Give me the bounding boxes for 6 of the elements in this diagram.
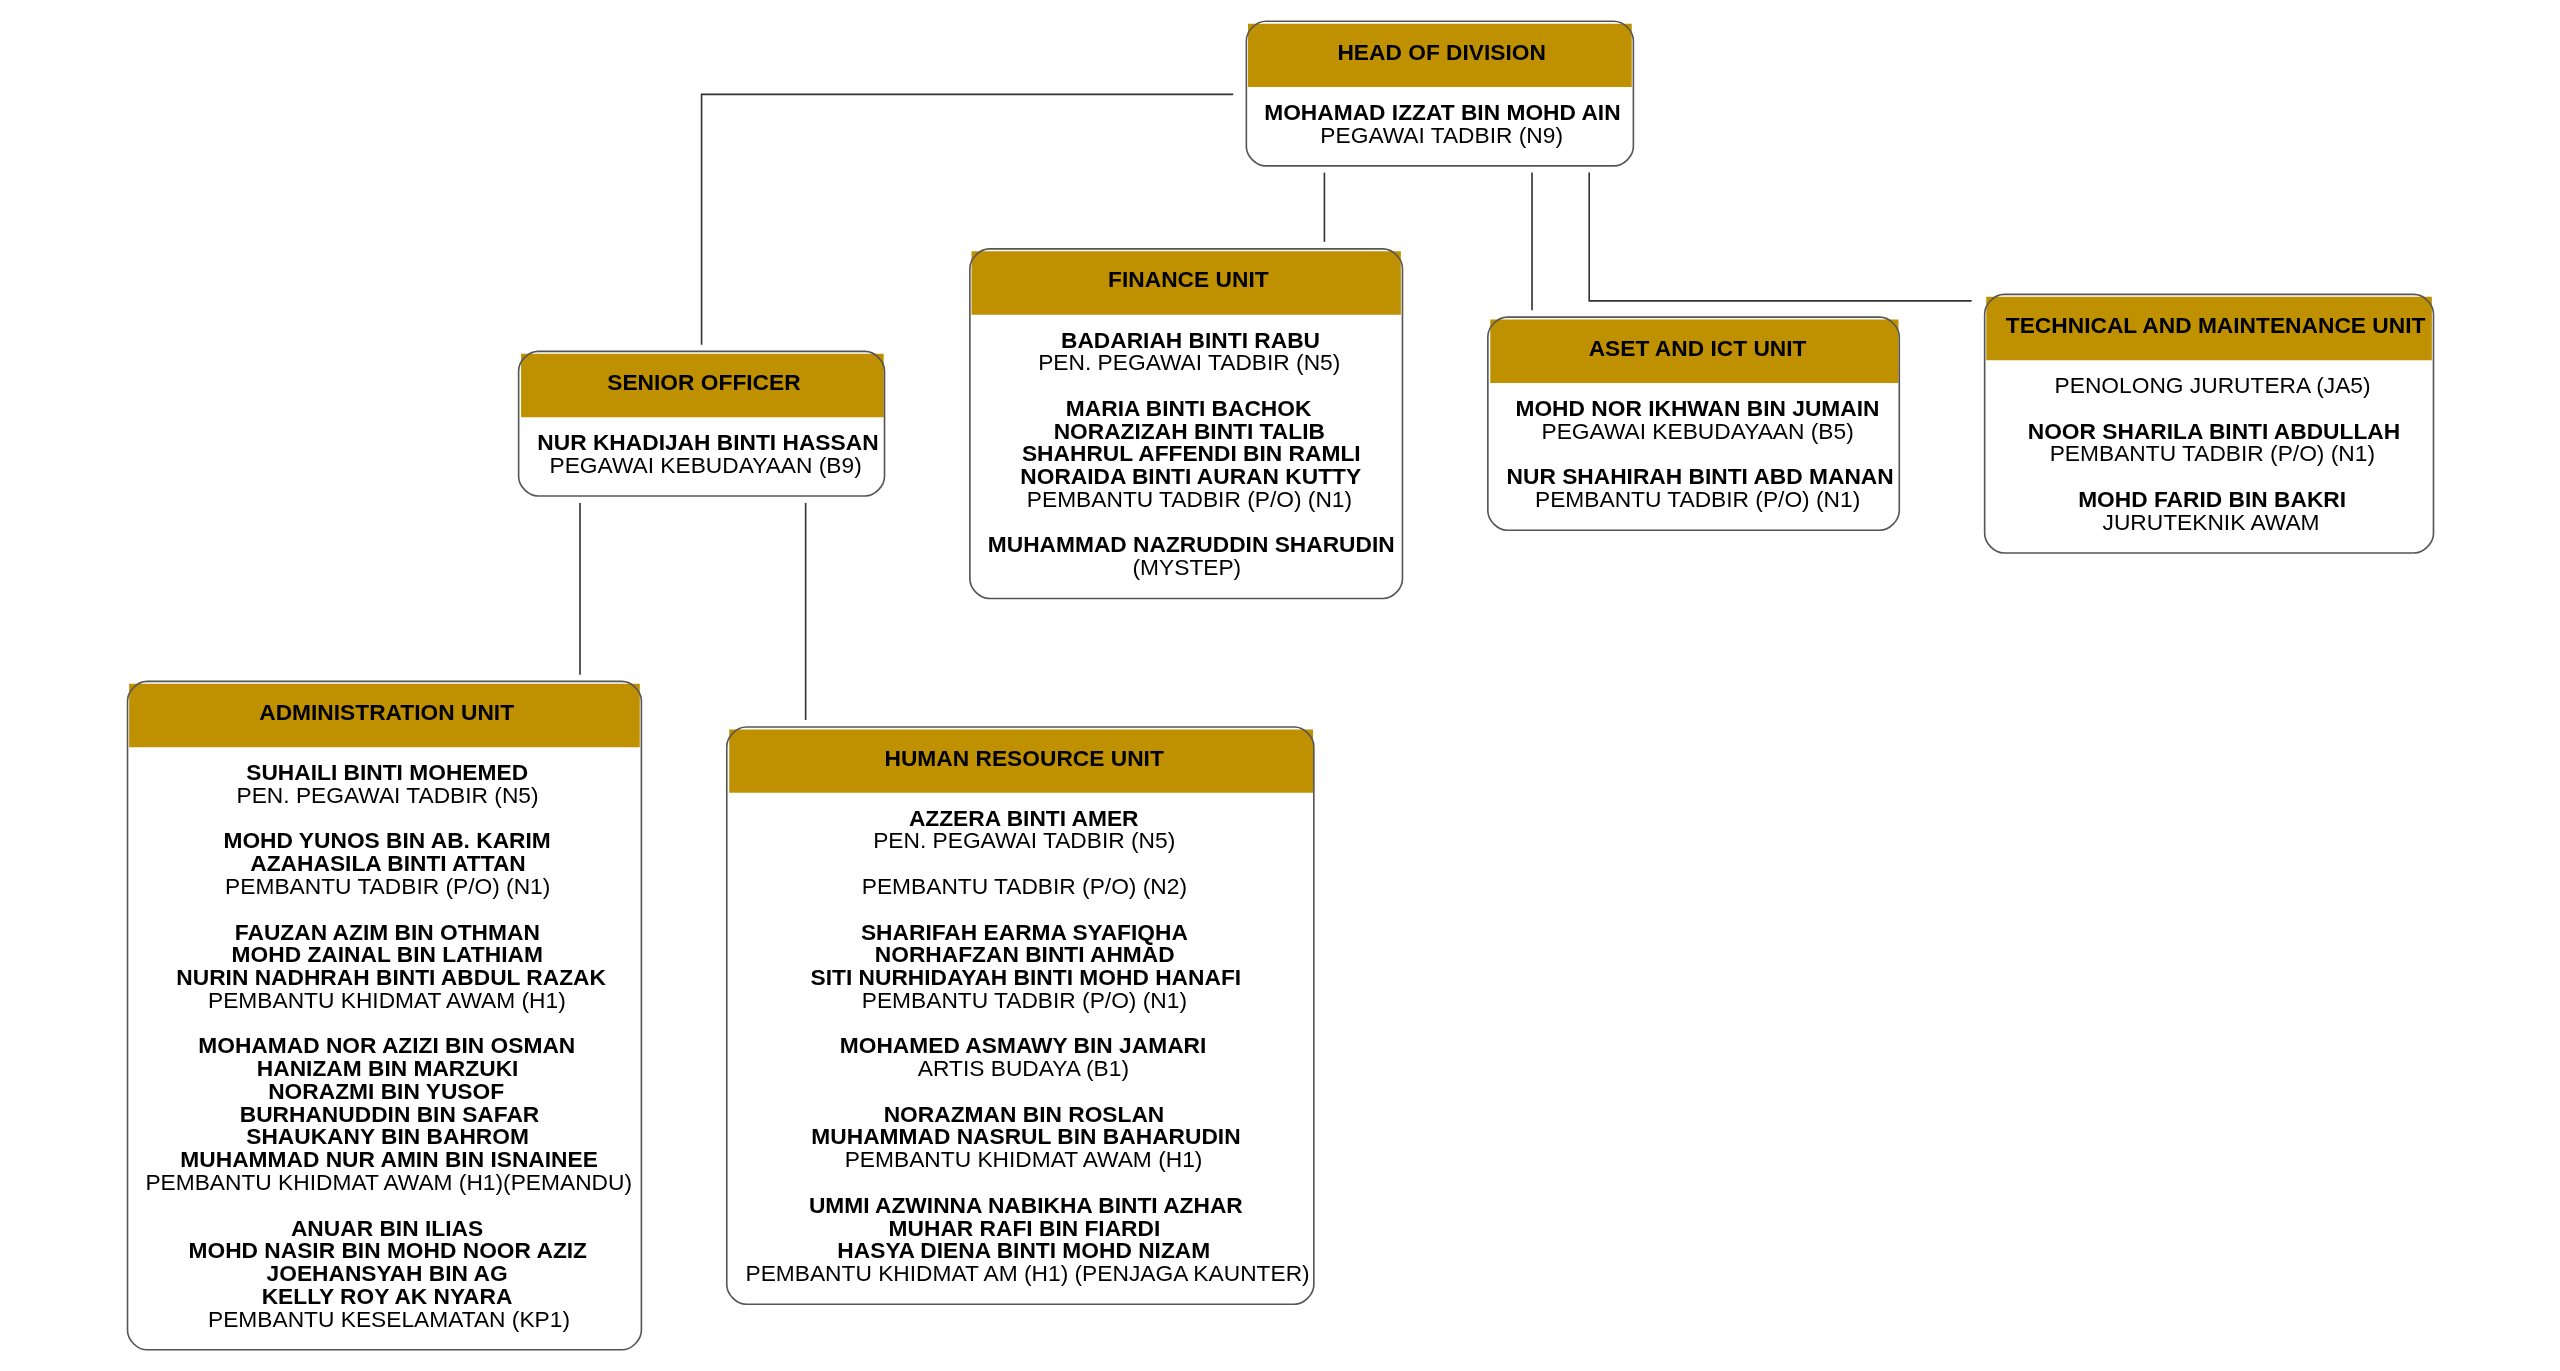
connector	[804, 502, 806, 721]
connector	[1587, 171, 1972, 302]
connector	[1323, 171, 1325, 243]
connector	[578, 502, 581, 676]
connector	[1530, 171, 1533, 312]
connector	[700, 93, 1234, 346]
